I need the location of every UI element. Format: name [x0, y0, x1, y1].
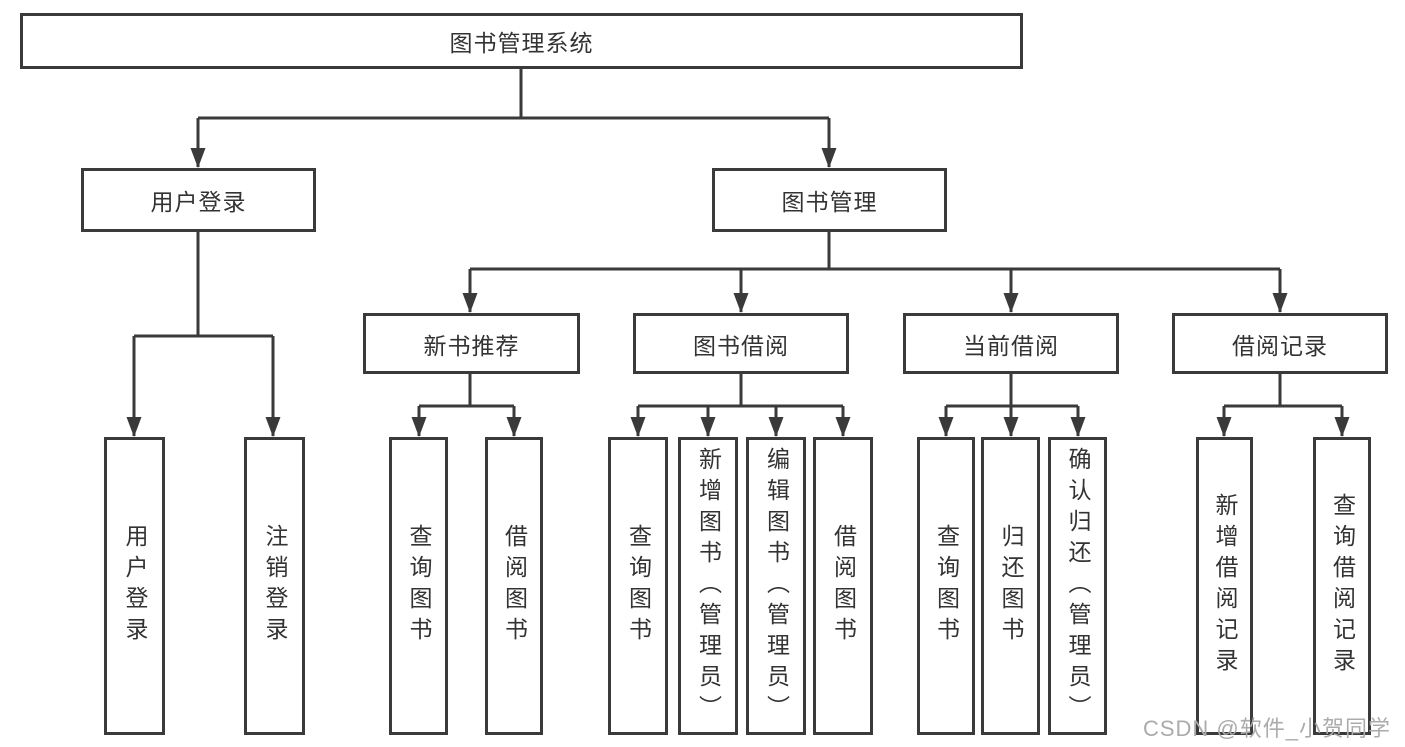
leaf-label: 查询借阅记录 — [1329, 493, 1356, 679]
leaf-label: 新增借阅记录 — [1212, 493, 1238, 679]
leaf-label: 注销登录 — [262, 524, 288, 648]
node-new-book-recommend: 新书推荐 — [363, 313, 580, 374]
leaf-cb-return-books: 归还图书 — [981, 437, 1040, 735]
node-root-system: 图书管理系统 — [20, 13, 1023, 69]
leaf-label: 新增图书（管理员） — [695, 446, 722, 726]
leaf-label: 查询图书 — [625, 524, 652, 648]
node-borrowing-records: 借阅记录 — [1172, 313, 1388, 374]
leaf-br-add-record: 新增借阅记录 — [1196, 437, 1253, 735]
leaf-label: 借阅图书 — [830, 524, 857, 648]
leaf-label: 查询图书 — [933, 524, 960, 648]
leaf-user-login: 用户登录 — [104, 437, 165, 735]
node-user-login: 用户登录 — [81, 168, 316, 232]
leaf-bb-borrow-books: 借阅图书 — [813, 437, 873, 735]
leaf-nbr-query-books: 查询图书 — [389, 437, 448, 735]
leaf-label: 编辑图书（管理员） — [763, 446, 790, 726]
leaf-logout: 注销登录 — [244, 437, 305, 735]
node-current-borrowing: 当前借阅 — [903, 313, 1119, 374]
leaf-label: 用户登录 — [122, 524, 148, 648]
leaf-cb-query-books: 查询图书 — [917, 437, 975, 735]
leaf-label: 借阅图书 — [501, 524, 528, 648]
node-book-management: 图书管理 — [712, 168, 947, 232]
leaf-cb-confirm-return-admin: 确认归还（管理员） — [1048, 437, 1107, 735]
leaf-label: 归还图书 — [998, 524, 1024, 648]
leaf-bb-edit-books-admin: 编辑图书（管理员） — [746, 437, 806, 735]
leaf-bb-add-books-admin: 新增图书（管理员） — [678, 437, 738, 735]
node-book-borrowing: 图书借阅 — [633, 313, 849, 374]
leaf-label: 查询图书 — [406, 524, 432, 648]
leaf-nbr-borrow-books: 借阅图书 — [485, 437, 543, 735]
leaf-label: 确认归还（管理员） — [1065, 446, 1091, 726]
leaf-bb-query-books: 查询图书 — [608, 437, 668, 735]
csdn-watermark: CSDN @软件_小贺同学 — [1142, 716, 1391, 741]
leaf-br-query-record: 查询借阅记录 — [1313, 437, 1371, 735]
